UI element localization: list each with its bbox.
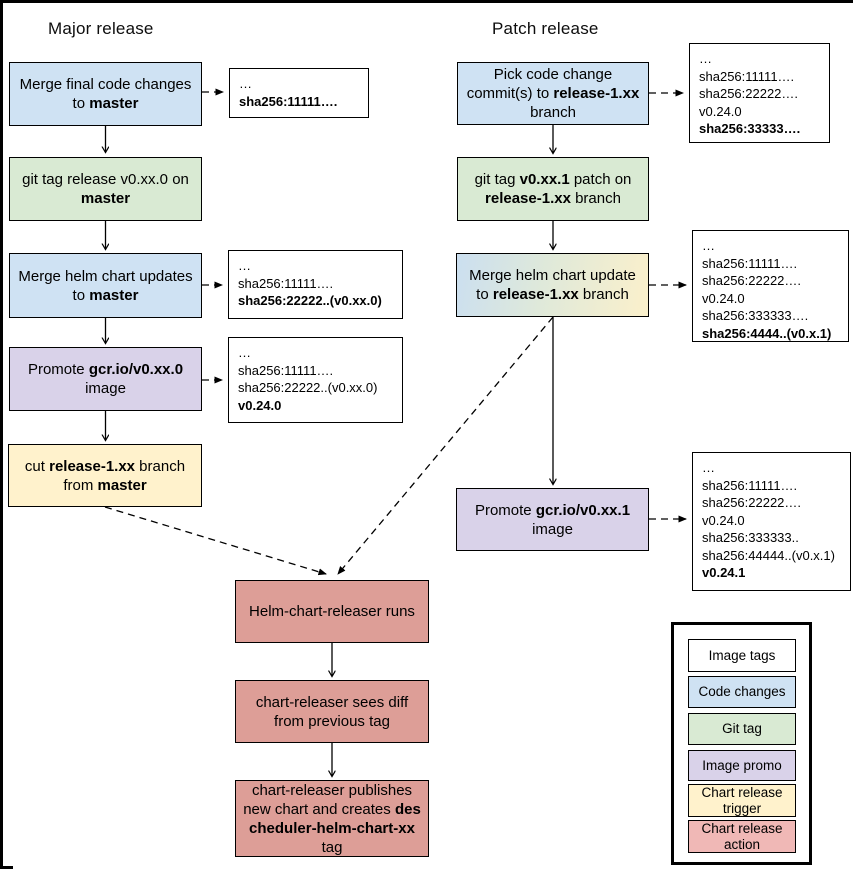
annotation-line: sha256:11111….	[238, 275, 334, 291]
annotation-line: sha256:11111….	[702, 255, 798, 271]
annotation-line: sha256:22222..(v0.xx.0)	[238, 380, 378, 395]
node-label: git tag release v0.xx.0 on master	[22, 171, 189, 207]
annotation-line: v0.24.0	[702, 290, 745, 306]
annotation-tags-after-final-code-merge: … sha256:11111….	[229, 68, 369, 118]
legend-item-image-tags: Image tags	[688, 639, 796, 672]
annotation-tags-after-image-promo-major: … sha256:11111…. sha256:22222..(v0.xx.0) v0…	[228, 337, 403, 423]
annotation-line: sha256:11111….	[239, 93, 338, 109]
annotation-tags-after-cherry-pick: … sha256:11111…. sha256:22222…. v0.24.0 sha2…	[689, 43, 830, 143]
annotation-line: …	[699, 51, 712, 66]
annotation-line: v0.24.0	[699, 103, 742, 119]
annotation-line: …	[239, 76, 252, 91]
annotation-tags-after-helm-chart-update-patch: … sha256:11111…. sha256:22222…. v0.24.0 sha2…	[692, 230, 849, 342]
patch-release-title: Patch release	[492, 19, 599, 38]
annotation-line: sha256:333333..	[702, 530, 799, 545]
node-label: Promote gcr.io/v0.xx.1 image	[474, 501, 631, 538]
annotation-line: sha256:11111….	[702, 477, 798, 493]
node-merge-helm-chart-update-to-release: Merge helm chart update to release-1.xx …	[456, 253, 649, 317]
annotation-line: sha256:44444..(v0.x.1)	[702, 547, 835, 563]
annotation-line: sha256:11111….	[699, 68, 795, 84]
annotation-line: sha256:22222..(v0.xx.0)	[238, 293, 382, 308]
annotation-line: v0.24.0	[702, 512, 745, 528]
node-chart-releaser-sees-diff: chart-releaser sees diff from previous t…	[235, 680, 429, 743]
node-promote-gcr-image-patch: Promote gcr.io/v0.xx.1 image	[456, 488, 649, 551]
annotation-line: sha256:22222….	[702, 495, 802, 510]
node-label: chart-releaser sees diff from previous t…	[255, 693, 409, 730]
legend-item-image-promo: Image promo	[688, 750, 796, 781]
annotation-line: …	[702, 238, 715, 253]
legend-item-chart-release-action: Chart release action	[688, 820, 796, 853]
node-merge-helm-chart-updates-to-master: Merge helm chart updates to master	[9, 253, 202, 318]
node-chart-releaser-publishes: chart-releaser publishes new chart and c…	[235, 780, 429, 857]
annotation-line: sha256:333333….	[702, 308, 809, 323]
annotation-line: sha256:4444..(v0.x.1)	[702, 325, 832, 341]
annotation-tags-after-helm-chart-update-major: … sha256:11111…. sha256:22222..(v0.xx.0)	[228, 250, 403, 319]
legend-item-git-tag: Git tag	[688, 713, 796, 745]
annotation-line: v0.24.1	[702, 565, 746, 580]
node-git-tag-patch: git tag v0.xx.1 patch on release-1.xx br…	[457, 157, 649, 221]
node-label: Pick code change commit(s) to release-1.…	[466, 66, 640, 121]
node-cut-release-branch: cut release-1.xx branch from master	[8, 444, 202, 507]
annotation-line: …	[702, 460, 715, 475]
annotation-line: sha256:11111….	[238, 362, 334, 378]
node-label: chart-releaser publishes new chart and c…	[243, 781, 421, 856]
node-pick-code-change-commits: Pick code change commit(s) to release-1.…	[457, 62, 649, 125]
edge-cut-branch-to-releaser	[104, 506, 327, 576]
annotation-line: sha256:33333….	[699, 121, 801, 136]
annotation-line: …	[238, 345, 251, 360]
node-label: Merge helm chart updates to master	[18, 267, 193, 304]
annotation-line: sha256:22222….	[699, 86, 799, 101]
legend-item-chart-release-trigger: Chart release trigger	[688, 784, 796, 817]
node-label: git tag v0.xx.1 patch on release-1.xx br…	[474, 171, 632, 207]
node-label: Merge helm chart update to release-1.xx …	[469, 267, 636, 303]
node-label: Helm-chart-releaser runs	[249, 603, 415, 620]
major-release-title: Major release	[48, 19, 154, 38]
node-label: Merge final code changes to master	[19, 76, 192, 112]
legend-item-code-changes: Code changes	[688, 676, 796, 708]
node-promote-gcr-image-major: Promote gcr.io/v0.xx.0 image	[9, 347, 202, 411]
annotation-line: sha256:22222….	[702, 273, 802, 288]
annotation-line: v0.24.0	[238, 397, 282, 413]
node-helm-chart-releaser-runs: Helm-chart-releaser runs	[235, 580, 429, 643]
annotation-tags-after-image-promo-patch: … sha256:11111…. sha256:22222…. v0.24.0 sha2…	[692, 452, 851, 591]
node-label: cut release-1.xx branch from master	[24, 457, 186, 494]
node-label: Promote gcr.io/v0.xx.0 image	[27, 361, 184, 397]
node-git-tag-release-on-master: git tag release v0.xx.0 on master	[9, 157, 202, 221]
node-merge-final-code-to-master: Merge final code changes to master	[9, 62, 202, 126]
annotation-line: …	[238, 258, 251, 273]
